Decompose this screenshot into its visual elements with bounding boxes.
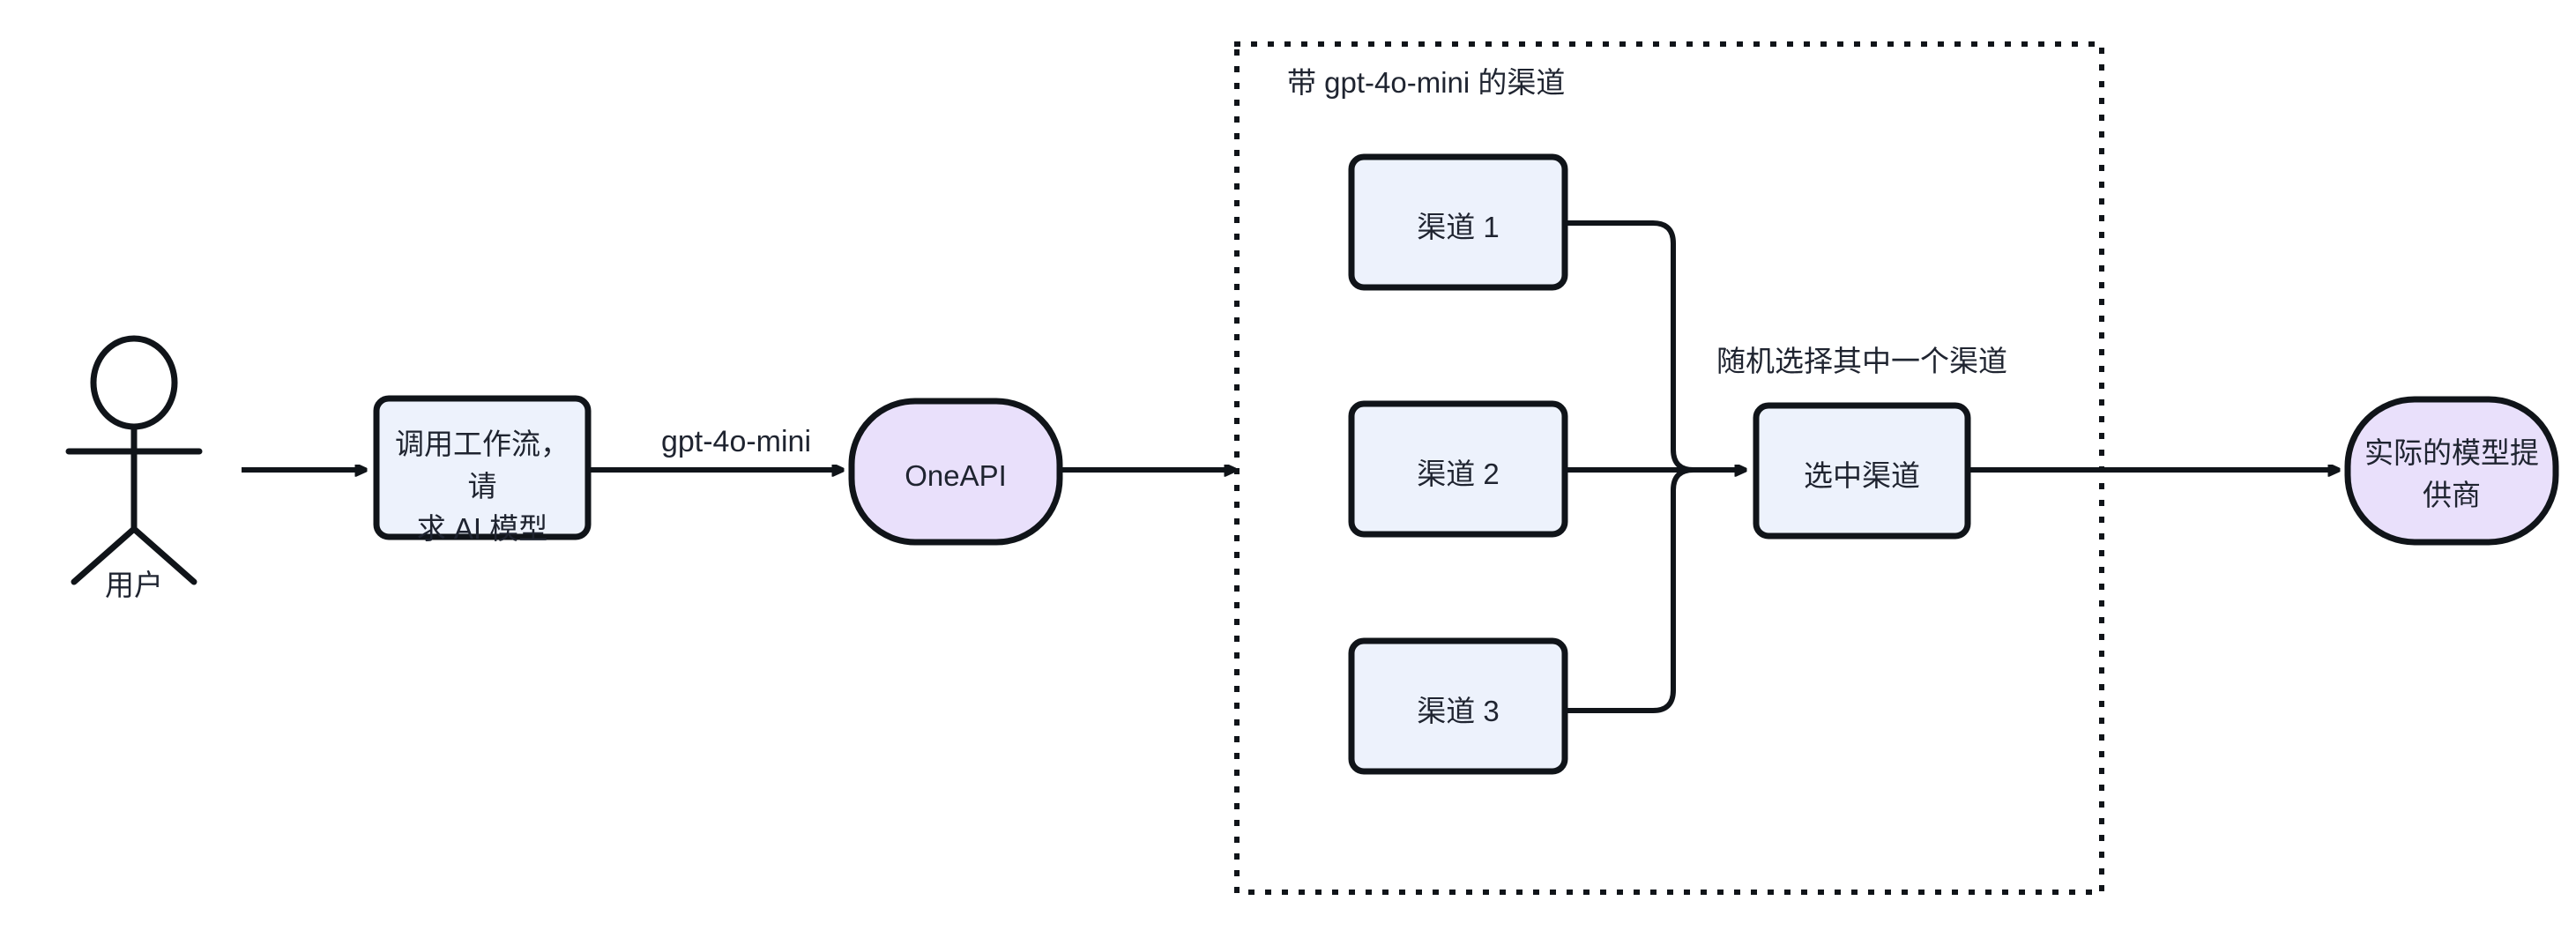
- node-provider[interactable]: [2344, 396, 2559, 546]
- edge-channel1-to-merge: [1562, 220, 1696, 473]
- node-workflow[interactable]: [373, 395, 592, 540]
- stick-figure-icon: [65, 335, 203, 585]
- node-selected-channel[interactable]: [1753, 402, 1971, 540]
- edge-workflow-to-oneapi-label: gpt-4o-mini: [660, 425, 812, 458]
- node-channel-1[interactable]: [1348, 153, 1568, 291]
- node-oneapi[interactable]: [848, 398, 1063, 546]
- edge-channels-to-selected-label: 随机选择其中一个渠道: [1716, 345, 2007, 377]
- node-channel-3[interactable]: [1348, 637, 1568, 775]
- node-channel-2[interactable]: [1348, 400, 1568, 538]
- edge-channel3-to-merge: [1562, 467, 1696, 713]
